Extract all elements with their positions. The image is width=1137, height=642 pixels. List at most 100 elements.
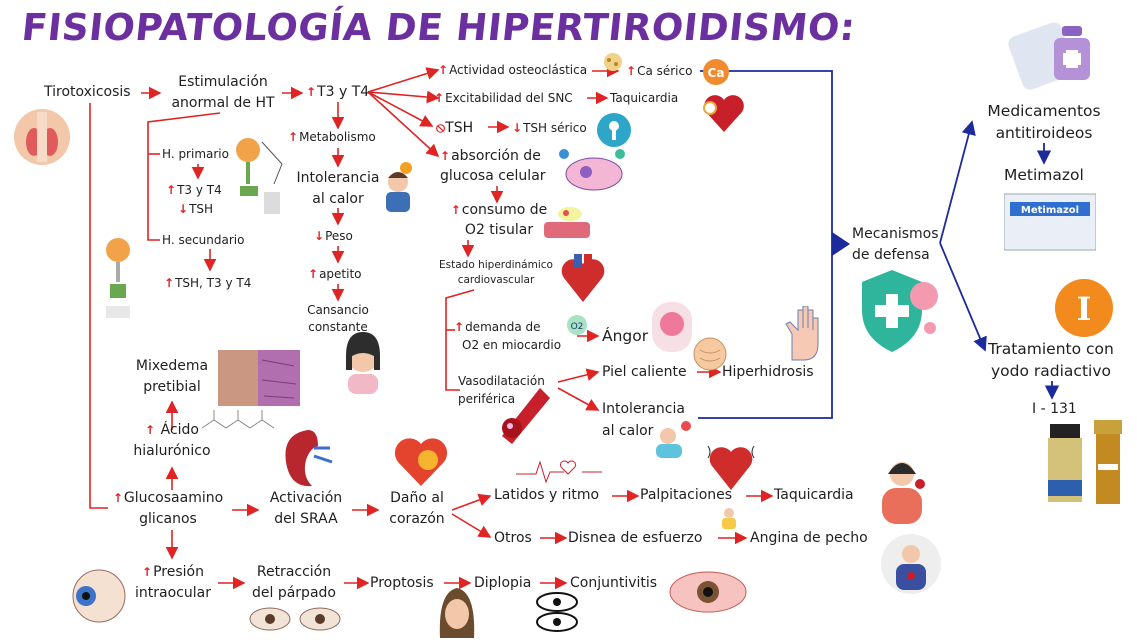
node-otros: Otros xyxy=(494,530,532,546)
intolerancia-line2: al calor xyxy=(312,191,364,207)
fire-woman-icon xyxy=(648,420,694,462)
actividad-osteo-label: Actividad osteoclástica xyxy=(449,63,588,77)
mixedema-line2: pretibial xyxy=(143,379,201,395)
demanda-line2: O2 en miocardio xyxy=(462,338,562,352)
node-estimulacion: Estimulación anormal de HT xyxy=(164,72,282,114)
intolerancia2-line2: al calor xyxy=(602,423,654,439)
hand-icon xyxy=(782,305,826,362)
blood-vessel-icon xyxy=(540,204,592,242)
bone-cells-icon xyxy=(600,52,626,72)
demanda-line1: demanda de xyxy=(465,320,541,334)
node-taquicardia-top: Taquicardia xyxy=(610,91,679,105)
no-symbol-icon: ⦸ xyxy=(436,120,446,136)
up-arrow-icon: ↑ xyxy=(306,85,317,99)
pituitary-icon xyxy=(96,232,140,324)
metabolismo-label: Metabolismo xyxy=(299,130,376,144)
hp-t3t4-label: T3 y T4 xyxy=(177,183,222,197)
medicamentos-line2: antitiroideos xyxy=(995,124,1093,142)
woman-face-icon xyxy=(436,586,478,638)
consumo-line2: O2 tisular xyxy=(464,222,534,238)
hyaluronic-molecule-icon xyxy=(196,404,280,452)
node-i131: I - 131 xyxy=(1032,401,1077,417)
yodo-line1: Tratamiento con xyxy=(988,340,1114,358)
node-palpitaciones: Palpitaciones xyxy=(640,487,733,503)
acido-line1: Ácido xyxy=(160,422,199,438)
red-eye-icon xyxy=(668,564,748,620)
node-presion: ↑Presión intraocular xyxy=(124,562,222,604)
tsh-serico-label: TSH sérico xyxy=(523,121,587,135)
tsh-label: TSH xyxy=(445,120,474,136)
heart-damage-icon xyxy=(388,432,454,488)
excitabilidad-label: Excitabilidad del SNC xyxy=(445,91,573,105)
calcium-badge-text: Ca xyxy=(708,66,725,80)
apetito-label: apetito xyxy=(319,267,362,281)
node-proptosis: Proptosis xyxy=(370,575,434,591)
down-arrow-icon: ↓ xyxy=(178,202,189,216)
yodo-line2: yodo radiactivo xyxy=(991,362,1111,380)
up-arrow-icon: ↑ xyxy=(288,130,299,144)
node-angina: Angina de pecho xyxy=(750,530,868,546)
woman-heart-icon xyxy=(874,458,930,526)
tsh-icon xyxy=(596,112,632,148)
node-h-primario: H. primario xyxy=(162,147,229,161)
dano-line1: Daño al xyxy=(390,490,444,506)
vasodilatacion-line1: Vasodilatación xyxy=(458,374,545,388)
node-consumo-o2: ↑consumo de O2 tisular xyxy=(440,200,558,240)
node-piel-caliente: Piel caliente xyxy=(602,364,687,380)
node-tsh-serico: ↓TSH sérico xyxy=(512,120,587,136)
pituitary-icon xyxy=(228,134,288,220)
ca-serico-label: Ca sérico xyxy=(637,64,693,78)
node-mecanismos: Mecanismos de defensa xyxy=(852,224,939,266)
node-diplopia: Diplopia xyxy=(474,575,532,591)
shield-icon xyxy=(858,268,942,354)
heart-icon xyxy=(700,88,748,136)
hp-tsh-label: TSH xyxy=(189,202,214,216)
node-estado-hiper: Estado hiperdinámico cardiovascular xyxy=(434,258,558,288)
presion-line2: intraocular xyxy=(135,585,211,601)
o2-icon: O2 xyxy=(566,314,588,336)
iodine-icon: I xyxy=(1054,278,1114,338)
mecanismos-line1: Mecanismos xyxy=(852,226,939,242)
retraccion-line1: Retracción xyxy=(256,564,332,580)
estado-line1: Estado hiperdinámico xyxy=(439,259,553,271)
hs-result-label: TSH, T3 y T4 xyxy=(175,276,252,290)
down-arrow-icon: ↓ xyxy=(314,229,325,243)
node-intolerancia-calor-2: Intolerancia al calor xyxy=(602,398,685,442)
presion-line1: Presión xyxy=(153,564,204,580)
vasodilatacion-line2: periférica xyxy=(458,392,516,406)
node-hs-result: ↑TSH, T3 y T4 xyxy=(164,275,251,291)
node-hp-tsh: ↓TSH xyxy=(178,201,213,217)
red-blood-vessel-icon xyxy=(494,382,552,444)
node-demanda-o2: ↑demanda de O2 en miocardio xyxy=(454,318,561,354)
woman-book-icon xyxy=(718,506,740,530)
node-acido: ↑ Ácido hialurónico xyxy=(124,420,220,462)
diplopia-eyes-icon xyxy=(532,590,582,634)
skin-icon xyxy=(692,336,728,372)
kidney-icon xyxy=(280,426,334,490)
dano-line2: corazón xyxy=(389,511,445,527)
up-arrow-icon: ↑ xyxy=(166,183,177,197)
node-apetito: ↑apetito xyxy=(308,266,362,282)
node-ca-serico: ↑Ca sérico xyxy=(626,63,692,79)
up-arrow-icon: ↑ xyxy=(164,276,175,290)
node-latidos: Latidos y ritmo xyxy=(494,487,600,503)
skin-biopsy-icon xyxy=(218,350,300,406)
t3t4-label: T3 y T4 xyxy=(317,84,370,100)
peso-label: Peso xyxy=(325,229,353,243)
retraccion-line2: del párpado xyxy=(252,585,336,601)
node-t3t4: ↑T3 y T4 xyxy=(306,82,369,103)
up-arrow-icon: ↑ xyxy=(626,64,637,78)
node-hiperhidrosis: Hiperhidrosis xyxy=(722,364,814,380)
consumo-line1: consumo de xyxy=(461,202,548,218)
up-arrow-icon: ↑ xyxy=(145,423,156,437)
vials-icon xyxy=(1046,420,1126,506)
up-arrow-icon: ↑ xyxy=(440,149,451,163)
up-arrow-icon: ↑ xyxy=(112,491,123,505)
node-angor: Ángor xyxy=(602,327,649,345)
man-chest-icon xyxy=(878,534,944,594)
node-retraccion: Retracción del párpado xyxy=(244,562,344,604)
node-activacion: Activación del SRAA xyxy=(258,488,354,530)
node-yodo: Tratamiento con yodo radiactivo xyxy=(984,338,1118,382)
acido-line2: hialurónico xyxy=(133,443,211,459)
node-metabolismo: ↑Metabolismo xyxy=(288,129,376,145)
